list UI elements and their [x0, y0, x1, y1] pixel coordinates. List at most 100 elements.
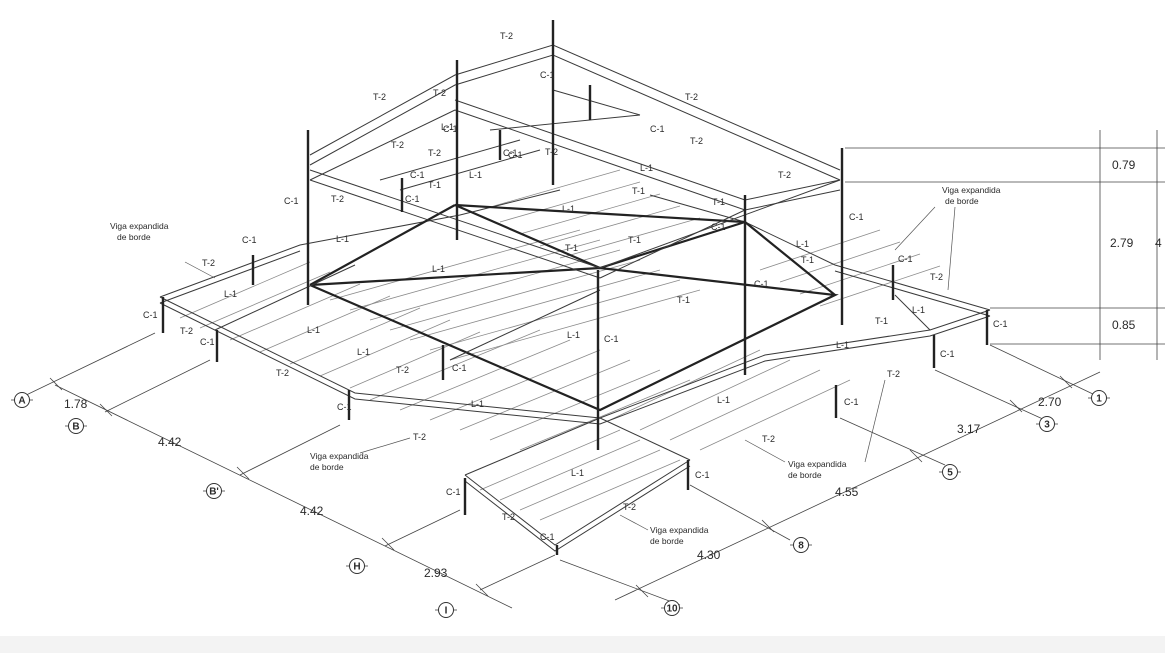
- member-label-c-1: C-1: [604, 334, 619, 344]
- member-label-c-1: C-1: [540, 70, 555, 80]
- note-line1: Viga expandida: [788, 459, 847, 469]
- dim-3-17: 3.17: [957, 422, 981, 436]
- dim-0-79: 0.79: [1112, 158, 1136, 172]
- member-label-t-2: T-2: [762, 434, 775, 444]
- grid-axis-bubble: B': [203, 483, 225, 499]
- member-label-t-1: T-1: [428, 180, 441, 190]
- member-label-l-1: L-1: [567, 330, 580, 340]
- member-label-c-1: C-1: [405, 194, 420, 204]
- member-label-t-2: T-2: [502, 512, 515, 522]
- member-label-l-1: L-1: [912, 305, 925, 315]
- grid-axis-bubble: 3: [1036, 416, 1058, 432]
- grid-axis-label: I: [445, 606, 448, 617]
- member-label-t-2: T-2: [428, 148, 441, 158]
- bottom-band: [0, 636, 1165, 653]
- member-label-c-1: C-1: [650, 124, 665, 134]
- grid-axis-bubble: 5: [939, 464, 961, 480]
- dim-4-42-b: 4.42: [300, 504, 324, 518]
- member-label-t-1: T-1: [677, 295, 690, 305]
- grid-axis-label: B: [72, 422, 79, 433]
- grid-axis-circle: [793, 537, 809, 553]
- member-label-t-1: T-1: [801, 255, 814, 265]
- dim-4-42-a: 4.42: [158, 435, 182, 449]
- columns: [161, 20, 989, 555]
- member-label-t-1: T-1: [565, 243, 578, 253]
- dim-2-93: 2.93: [424, 566, 448, 580]
- grid-axis-bubble: I: [435, 602, 457, 618]
- member-label-t-2: T-2: [685, 92, 698, 102]
- member-label-t-2: T-2: [331, 194, 344, 204]
- member-label-t-2: T-2: [778, 170, 791, 180]
- member-label-t-2: T-2: [391, 140, 404, 150]
- member-label-c-1: C-1: [540, 532, 555, 542]
- grid-axis-circle: [349, 558, 365, 574]
- member-label-t-2: T-2: [500, 31, 513, 41]
- grid-axis-label: 5: [947, 468, 953, 479]
- grid-axis-bubble: A: [11, 392, 33, 408]
- member-label-c-1: C-1: [695, 470, 710, 480]
- member-label-t-2: T-2: [433, 88, 446, 98]
- member-label-c-1: C-1: [508, 150, 523, 160]
- grid-axis-circle: [1091, 390, 1107, 406]
- grid-axis-label: H: [353, 562, 360, 573]
- note-line1: Viga expandida: [310, 451, 369, 461]
- height-dimension-lines: [845, 130, 1165, 360]
- grid-axis-bubble: 8: [790, 537, 812, 553]
- grid-axis-bubble: H: [346, 558, 368, 574]
- dim-4-55: 4.55: [835, 485, 859, 499]
- member-label-c-1: C-1: [446, 487, 461, 497]
- note-viga-bottom: Viga expandida de borde: [619, 514, 709, 546]
- grid-axis-label: A: [18, 396, 25, 407]
- member-label-l-1: L-1: [441, 122, 454, 132]
- note-viga-lower-right: Viga expandida de borde: [744, 379, 886, 480]
- floor-beams: [159, 189, 991, 552]
- note-line2: de borde: [117, 232, 151, 242]
- grid-axis-label: B': [209, 487, 219, 498]
- grid-axes: A B B' H I 1 3 5 8 10: [11, 390, 1110, 618]
- member-label-t-2: T-2: [413, 432, 426, 442]
- note-line1: Viga expandida: [650, 525, 709, 535]
- member-label-t-2: T-2: [396, 365, 409, 375]
- grid-axis-bubble: 1: [1088, 390, 1110, 406]
- member-label-t-2: T-2: [373, 92, 386, 102]
- member-label-c-1: C-1: [754, 279, 769, 289]
- grid-axis-label: 8: [798, 541, 804, 552]
- grid-axis-label: 3: [1044, 420, 1050, 431]
- grid-axis-circle: [664, 600, 680, 616]
- member-label-c-1: C-1: [898, 254, 913, 264]
- grid-axis-circle: [942, 464, 958, 480]
- member-label-t-2: T-2: [623, 502, 636, 512]
- member-label-c-1: C-1: [200, 337, 215, 347]
- grid-axis-label: 10: [666, 604, 678, 615]
- member-label-t-1: T-1: [628, 235, 641, 245]
- note-line1: Viga expandida: [110, 221, 169, 231]
- member-label-t-2: T-2: [276, 368, 289, 378]
- member-label-c-1: C-1: [443, 124, 458, 134]
- member-label-t-2: T-2: [690, 136, 703, 146]
- member-label-c-1: C-1: [337, 402, 352, 412]
- member-label-c-1: C-1: [844, 397, 859, 407]
- grid-axis-circle: [206, 483, 222, 499]
- member-label-t-2: T-2: [930, 272, 943, 282]
- member-label-t-2: T-2: [545, 147, 558, 157]
- member-label-l-1: L-1: [432, 264, 445, 274]
- member-label-l-1: L-1: [836, 340, 849, 350]
- dim-1-78: 1.78: [64, 397, 88, 411]
- note-viga-right: Viga expandida de borde: [894, 185, 1001, 291]
- member-label-l-1: L-1: [336, 234, 349, 244]
- member-label-l-1: L-1: [469, 170, 482, 180]
- grid-axis-circle: [438, 602, 454, 618]
- floor-joists: [179, 169, 941, 521]
- member-label-l-1: L-1: [640, 163, 653, 173]
- member-label-c-1: C-1: [993, 319, 1008, 329]
- member-label-c-1: C-1: [452, 363, 467, 373]
- member-label-t-2: T-2: [887, 369, 900, 379]
- member-label-l-1: L-1: [357, 347, 370, 357]
- member-label-t-1: T-1: [632, 186, 645, 196]
- plan-dimension-values: 1.78 4.42 4.42 2.93 2.70 3.17 4.55 4.30: [64, 395, 1062, 580]
- member-label-c-1: C-1: [849, 212, 864, 222]
- grid-axis-bubble: B: [65, 418, 87, 434]
